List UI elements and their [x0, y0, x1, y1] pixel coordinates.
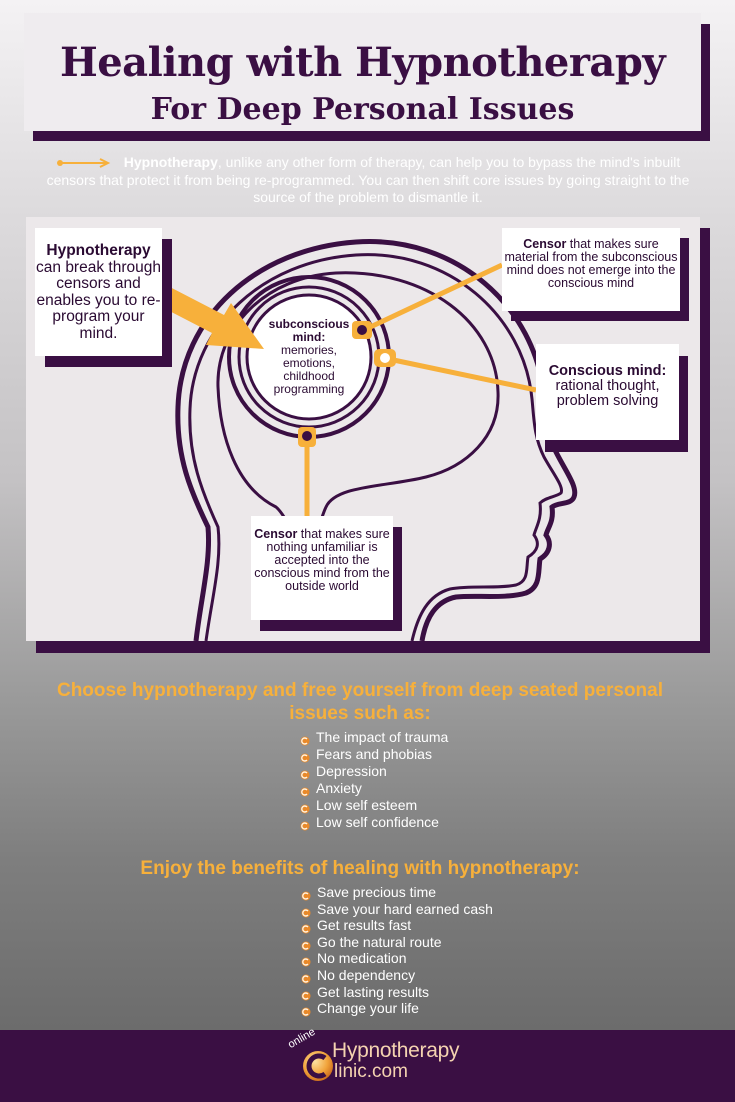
intro-bold: Hypnotherapy	[123, 154, 218, 170]
connector-conscious	[383, 355, 537, 393]
bullet-icon	[300, 733, 310, 750]
benefits-heading: Enjoy the benefits of healing with hypno…	[140, 858, 580, 879]
node-censor-top	[352, 321, 372, 339]
logo-c-icon	[301, 1049, 335, 1088]
title-box: Healing with Hypnotherapy For Deep Perso…	[24, 13, 701, 131]
brain-ring-outer	[216, 271, 500, 541]
issues-list: The impact of trauma Fears and phobias D…	[300, 729, 448, 831]
subconscious-label: subconscious mind: memories, emotions, c…	[257, 318, 361, 396]
list-item: No dependency	[301, 967, 493, 984]
callout-censor-top-title: Censor	[523, 237, 567, 251]
node-conscious	[374, 349, 396, 367]
callout-censor-top-text: that makes sure material from the subcon…	[504, 237, 678, 290]
benefits-list: Save precious time Save your hard earned…	[301, 884, 493, 1017]
clinic-logo[interactable]: online Hypnotherapy linic.com	[286, 1026, 472, 1088]
callout-censor-bottom: Censor that makes sure nothing unfamilia…	[251, 516, 393, 620]
page-subtitle: For Deep Personal Issues	[150, 92, 575, 127]
bullet-icon	[301, 938, 311, 955]
list-item: Get results fast	[301, 917, 493, 934]
callout-censor-top: Censor that makes sure material from the…	[502, 228, 680, 311]
callout-conscious-title: Conscious mind:	[548, 363, 667, 379]
big-arrow	[154, 285, 264, 349]
list-item: Save precious time	[301, 884, 493, 901]
intro-text: , unlike any other form of therapy, can …	[46, 154, 690, 205]
list-item: Save your hard earned cash	[301, 901, 493, 918]
list-item: Depression	[300, 763, 448, 780]
list-item: No medication	[301, 950, 493, 967]
list-item: Anxiety	[300, 780, 448, 797]
logo-clinic-text: linic.com	[334, 1061, 408, 1082]
list-item: Get lasting results	[301, 984, 493, 1001]
callout-conscious-text: rational thought, problem solving	[555, 378, 660, 409]
callout-conscious: Conscious mind: rational thought, proble…	[536, 344, 679, 440]
head-outline-inner	[188, 253, 564, 641]
list-item: Change your life	[301, 1000, 493, 1017]
bullet-icon	[301, 988, 311, 1005]
brain-ring-3	[245, 293, 373, 421]
logo-hypnotherapy-text: Hypnotherapy	[332, 1039, 460, 1062]
bullet-icon	[300, 801, 310, 818]
bullet-icon	[301, 971, 311, 988]
list-item: Fears and phobias	[300, 746, 448, 763]
subconscious-title: subconscious mind:	[268, 317, 350, 344]
callout-censor-bottom-text: that makes sure nothing unfamiliar is ac…	[254, 527, 390, 593]
connector-censor-top	[362, 262, 504, 333]
bullet-icon	[300, 784, 310, 801]
intro-paragraph: Hypnotherapy, unlike any other form of t…	[36, 154, 700, 206]
list-item: The impact of trauma	[300, 729, 448, 746]
bullet-icon	[301, 1004, 311, 1021]
node-censor-bottom	[298, 427, 316, 447]
callout-censor-bottom-title: Censor	[254, 527, 298, 541]
bullet-icon	[300, 818, 310, 835]
callout-hypnotherapy-text: can break through censors and enables yo…	[36, 258, 161, 342]
subconscious-text: memories, emotions, childhood programmin…	[273, 343, 345, 396]
bullet-icon	[300, 750, 310, 767]
callout-hypnotherapy: Hypnotherapy can break through censors a…	[35, 228, 162, 356]
list-item: Go the natural route	[301, 934, 493, 951]
list-item: Low self esteem	[300, 797, 448, 814]
footer-bar	[0, 1030, 735, 1102]
arrow-icon	[56, 155, 112, 172]
callout-hypnotherapy-title: Hypnotherapy	[46, 242, 151, 259]
page-title: Healing with Hypnotherapy	[59, 39, 666, 86]
bullet-icon	[300, 767, 310, 784]
bullet-icon	[301, 888, 311, 905]
bullet-icon	[301, 921, 311, 938]
head-diagram	[154, 239, 578, 641]
issues-heading: Choose hypnotherapy and free yourself fr…	[56, 680, 664, 724]
bullet-icon	[301, 954, 311, 971]
list-item: Low self confidence	[300, 814, 448, 831]
bullet-icon	[301, 905, 311, 922]
